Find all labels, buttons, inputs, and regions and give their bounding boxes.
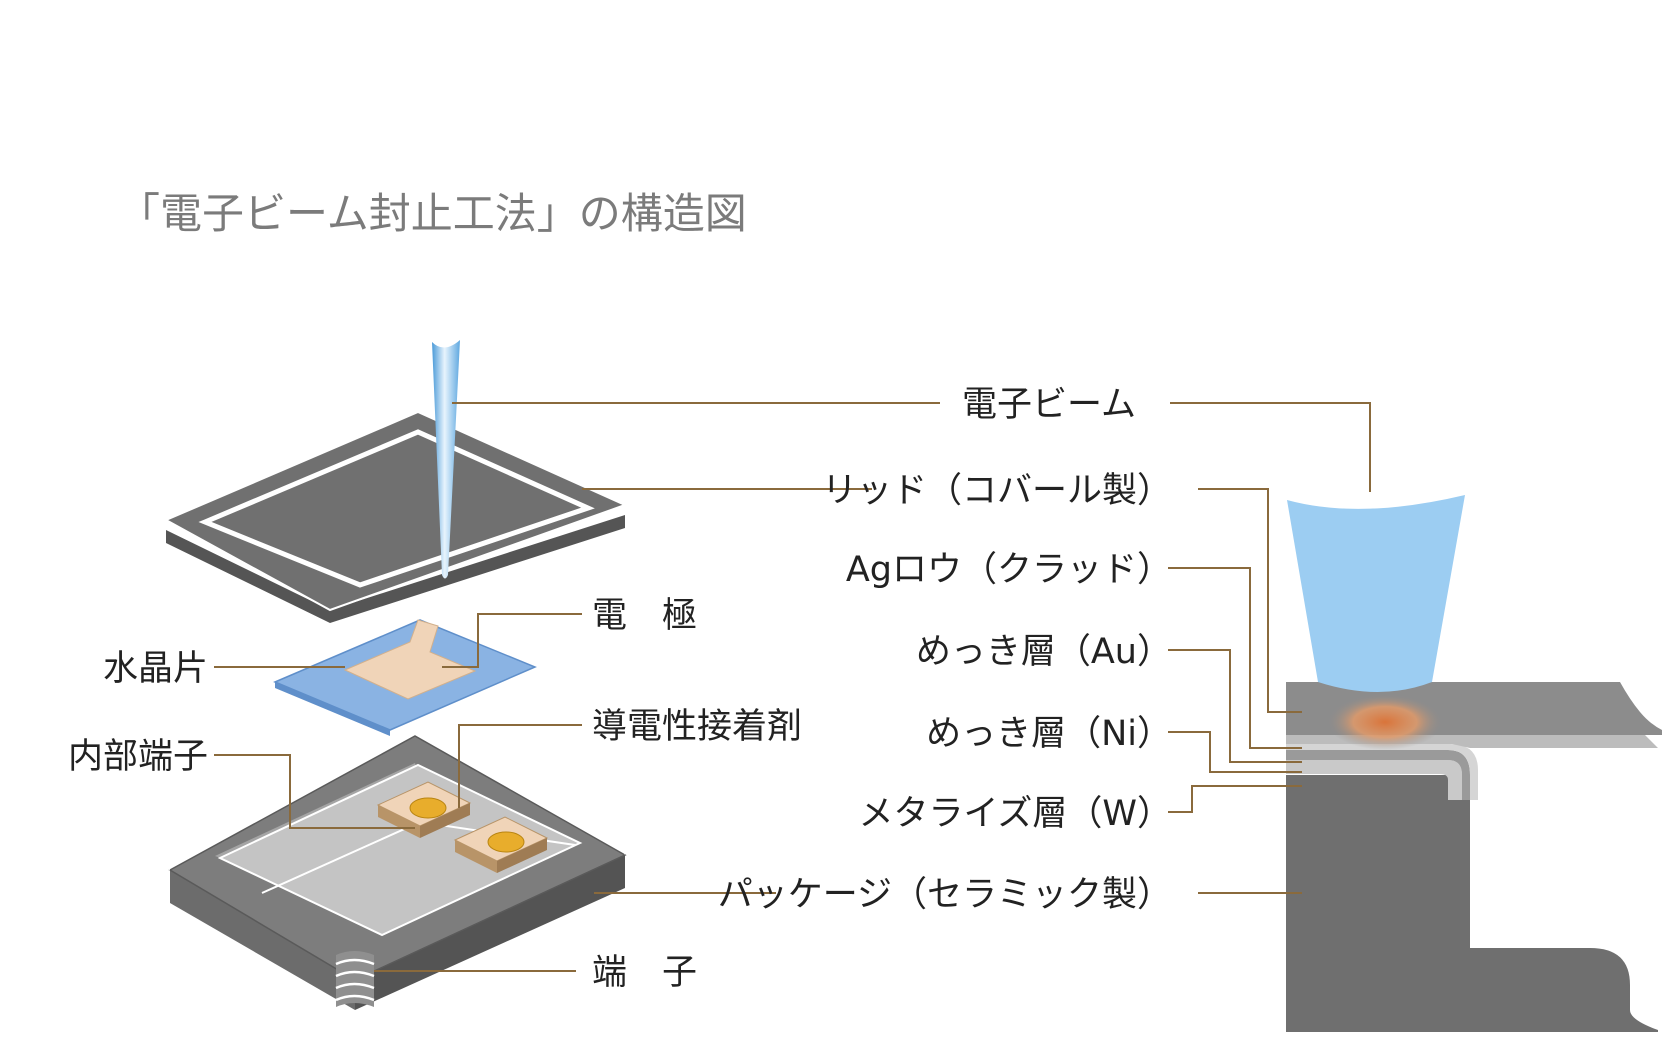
label-plating-au: めっき層（Au）	[916, 632, 1172, 672]
leader-metallize-w	[1168, 785, 1302, 813]
package-cavity-floor	[217, 763, 583, 937]
diagram-title: 「電子ビーム封止工法」の構造図	[118, 189, 747, 238]
label-terminal: 端 子	[592, 953, 697, 993]
electrode-pad	[343, 619, 477, 700]
section-ceramic	[1286, 775, 1658, 1032]
layer-metallize-w	[1286, 760, 1462, 800]
label-lid: リッド（コバール製）	[822, 471, 1172, 511]
leader-ag-braze	[1168, 567, 1302, 749]
label-crystal: 水晶片	[103, 649, 208, 689]
leader-lines	[214, 402, 1371, 972]
section-electron-beam	[1287, 495, 1465, 692]
lid-side	[166, 515, 625, 623]
package-front-face	[170, 870, 355, 1010]
label-electron-beam: 電子ビーム	[962, 385, 1136, 425]
layer-plating-ni	[1286, 750, 1470, 800]
weld-hot-spot	[1327, 694, 1443, 750]
castellation-left	[165, 845, 170, 871]
leader-internal-terminal	[214, 754, 415, 829]
lid-top	[163, 410, 628, 612]
internal-terminal-1	[376, 781, 472, 838]
label-ag-braze: Agロウ（クラッド）	[846, 550, 1172, 590]
leader-electron-beam-right	[1170, 402, 1371, 492]
label-electrode: 電 極	[592, 596, 697, 636]
cross-section	[1286, 495, 1662, 1032]
leader-lid-right	[1198, 488, 1302, 713]
internal-terminal-2	[453, 816, 549, 873]
terminal-castellation	[335, 951, 375, 1007]
label-adhesive: 導電性接着剤	[592, 707, 802, 747]
leader-electrode	[442, 613, 582, 668]
leader-plating-au	[1168, 649, 1302, 763]
ceramic-package	[165, 735, 627, 1010]
label-internal-terminal: 内部端子	[68, 737, 208, 777]
layer-plating-au	[1286, 744, 1478, 800]
kovar-lid	[163, 410, 628, 623]
lid-seal-ring	[198, 429, 595, 588]
castellation-right	[620, 828, 625, 855]
label-plating-ni: めっき層（Ni）	[926, 714, 1172, 754]
leader-adhesive	[458, 724, 582, 808]
leader-plating-ni	[1168, 731, 1302, 773]
adhesive-dot-2	[487, 831, 525, 853]
electron-beam-needle	[432, 340, 460, 579]
crystal-plate-edge	[275, 682, 390, 736]
adhesive-dot-1	[409, 797, 447, 819]
label-package: パッケージ（セラミック製）	[718, 875, 1172, 915]
label-metallize-w: メタライズ層（W）	[858, 794, 1172, 834]
crystal-blank	[273, 619, 537, 736]
